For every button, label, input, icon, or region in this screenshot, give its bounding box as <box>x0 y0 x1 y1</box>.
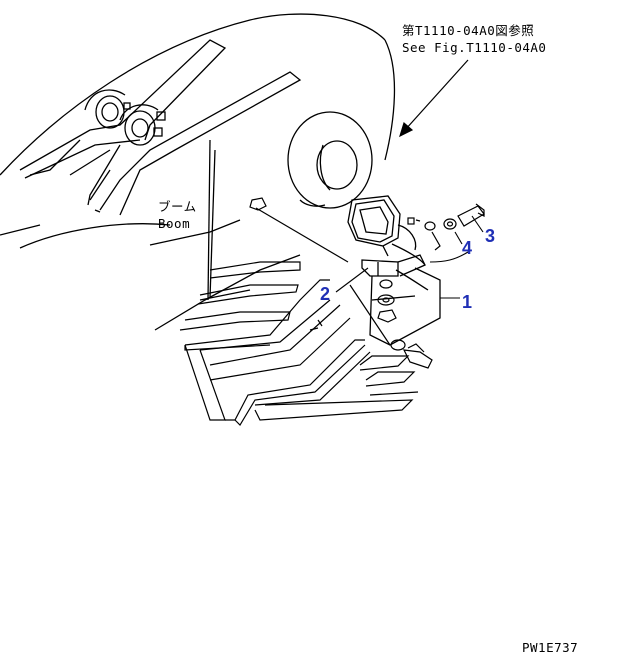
fasteners <box>249 197 485 369</box>
boom-label-jp: ブーム <box>158 199 197 214</box>
callout-2: 2 <box>320 284 330 304</box>
reference-arrow <box>399 59 469 138</box>
reference-note-jp: 第T1110-04A0図参照 <box>402 23 534 38</box>
lamp-bracket <box>361 254 441 346</box>
work-lamp <box>347 195 426 266</box>
callout-3: 3 <box>485 226 495 246</box>
callout-4: 4 <box>462 238 472 258</box>
boom-pin-boss <box>287 111 373 209</box>
reference-note-en: See Fig.T1110-04A0 <box>402 40 546 55</box>
drawing-code: PW1E737 <box>522 640 578 655</box>
boom-linkage <box>19 39 302 216</box>
callout-leaders <box>335 215 484 299</box>
callout-1: 1 <box>462 292 472 312</box>
boom-outline <box>0 13 396 331</box>
boom-label-en: Boom <box>158 216 190 231</box>
boom-hatching <box>179 261 419 426</box>
